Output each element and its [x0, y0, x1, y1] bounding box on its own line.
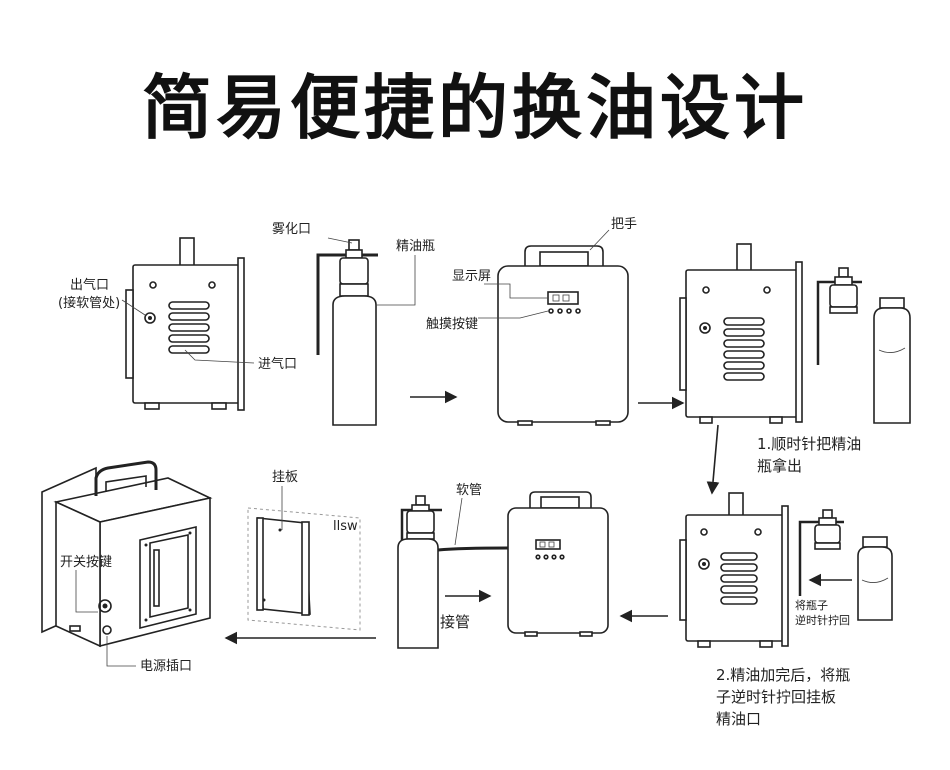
- label-twist-back: 将瓶子: [795, 598, 828, 612]
- oil-bottle-with-bracket: [316, 239, 378, 426]
- label-outlet: 出气口: [70, 277, 109, 293]
- step2-line1: 2.精油加完后，将瓶: [716, 666, 850, 684]
- step1-line1: 1.顺时针把精油: [757, 435, 861, 453]
- machine-side-view-1: [125, 237, 245, 411]
- machine-front-view-1: [497, 245, 629, 426]
- oil-bottle-reattach: [857, 536, 893, 621]
- label-atomizer-port: 雾化口: [272, 222, 311, 237]
- label-display: 显示屏: [452, 269, 491, 284]
- label-power-socket: 电源插口: [140, 659, 192, 674]
- label-hose: 软管: [456, 483, 482, 498]
- oil-bottle-connected: [397, 495, 442, 649]
- hose-line: [437, 546, 509, 552]
- label-connect-pipe: 接管: [440, 613, 470, 631]
- label-power-switch: 开关按键: [60, 555, 112, 570]
- label-oil-bottle: 精油瓶: [396, 239, 435, 254]
- step2-line3: 精油口: [716, 710, 761, 728]
- label-inlet: 进气口: [258, 356, 297, 372]
- flow-arrow-3: [706, 424, 720, 495]
- label-handle: 把手: [611, 217, 637, 232]
- page-title: 简易便捷的换油设计: [142, 67, 808, 149]
- hang-plate: [247, 507, 361, 631]
- machine-side-view-3: [679, 492, 844, 648]
- machine-back-view-3d: [41, 460, 213, 648]
- oil-bottle-removed-1: [873, 297, 911, 424]
- step2-line2: 子逆时针拧回挂板: [716, 688, 836, 706]
- machine-front-view-2: [507, 491, 609, 637]
- step1-line2: 瓶拿出: [757, 457, 802, 475]
- label-wall-mark: llsw: [333, 519, 358, 534]
- label-twist-back-2: 逆时针拧回: [795, 613, 850, 627]
- label-outlet-note: (接软管处): [58, 295, 120, 311]
- label-hang-plate: 挂板: [272, 470, 298, 485]
- machine-side-view-2: [679, 243, 862, 424]
- label-touch-keys: 触摸按键: [426, 317, 478, 332]
